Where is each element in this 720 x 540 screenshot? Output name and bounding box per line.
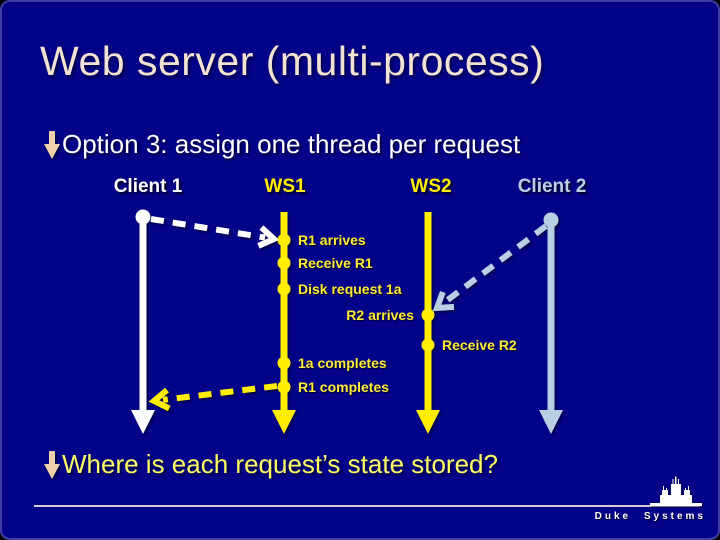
slide-title: Web server (multi-process) [40, 38, 545, 84]
event-dot [277, 356, 291, 370]
bullet-question: Where is each request’s state stored? [44, 449, 498, 480]
lane-arrowhead-client2 [539, 410, 563, 434]
lane-arrowhead-ws1 [272, 410, 296, 434]
event-dot [421, 338, 435, 352]
lane-start-dot-client1 [135, 209, 151, 225]
bullet-option3: Option 3: assign one thread per request [44, 129, 520, 160]
lane-arrowhead-ws2 [416, 410, 440, 434]
message-arrowhead-response-r1-ws1-to-client1 [148, 387, 171, 412]
brand-duke-systems: Duke Systems [594, 511, 706, 522]
bullet-question-text: Where is each request’s state stored? [62, 449, 498, 479]
event-dot [277, 233, 291, 247]
down-arrow-bullet-icon [44, 451, 60, 479]
event-dot [277, 380, 291, 394]
message-arrowhead-request-r2-client2-to-ws2 [432, 291, 455, 312]
event-dot [277, 282, 291, 296]
message-response-r1-ws1-to-client1 [162, 383, 278, 403]
event-dot [277, 256, 291, 270]
footer-divider [34, 505, 700, 507]
bullet-option3-text: Option 3: assign one thread per request [62, 129, 521, 159]
lane-arrowhead-client1 [131, 410, 155, 434]
message-arrowhead-request-r1-client1-to-ws1 [257, 225, 280, 249]
down-arrow-bullet-icon [44, 131, 60, 159]
lane-start-dot-client2 [543, 212, 559, 228]
message-request-r2-client2-to-ws2 [442, 223, 548, 305]
duke-chapel-icon [650, 476, 702, 506]
message-request-r1-client1-to-ws1 [150, 216, 266, 241]
event-dot [421, 308, 435, 322]
